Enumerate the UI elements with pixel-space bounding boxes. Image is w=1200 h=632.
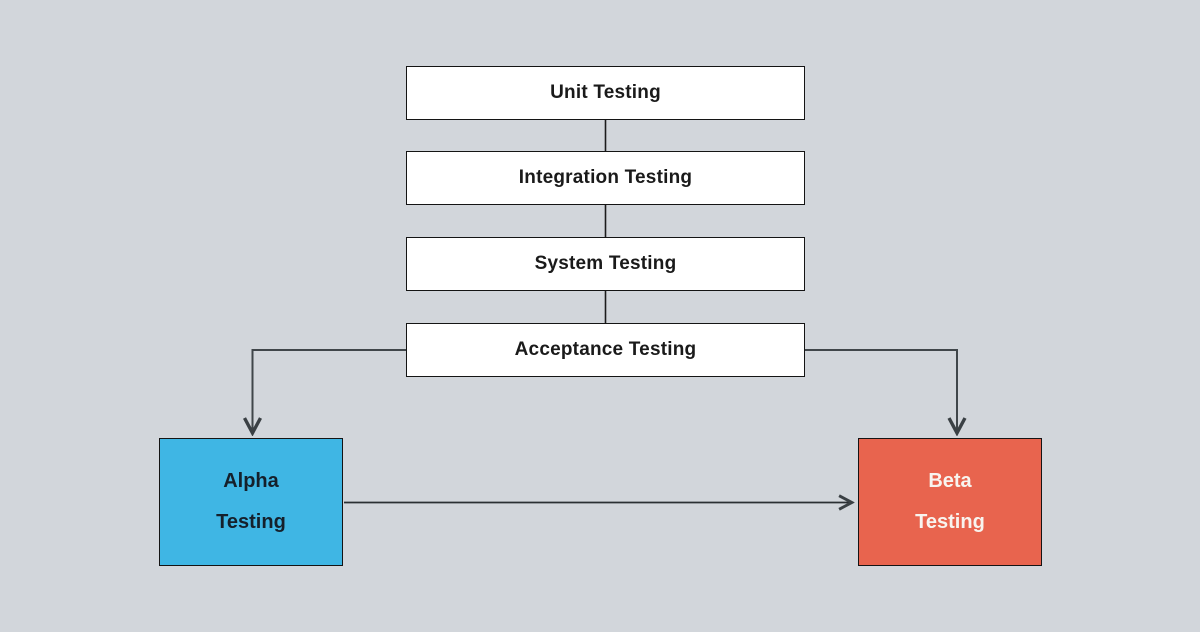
node-label-line2: Testing [915,511,985,533]
node-label-line2: Testing [216,511,286,533]
node-label-line1: Beta [928,470,972,492]
node-label: Acceptance Testing [514,339,697,360]
node-label: Unit Testing [550,82,661,103]
edge-acceptance-alpha [253,349,406,432]
node-label-line1: Alpha [223,470,279,492]
node-alpha-testing: Alpha Testing [159,438,343,566]
node-system-testing: System Testing [406,237,805,291]
node-beta-testing: Beta Testing [858,438,1042,566]
node-label: System Testing [534,253,677,274]
node-unit-testing: Unit Testing [406,66,805,120]
node-label: Integration Testing [518,167,693,188]
node-acceptance-testing: Acceptance Testing [406,323,805,377]
edge-acceptance-beta [805,349,957,432]
node-integration-testing: Integration Testing [406,151,805,205]
